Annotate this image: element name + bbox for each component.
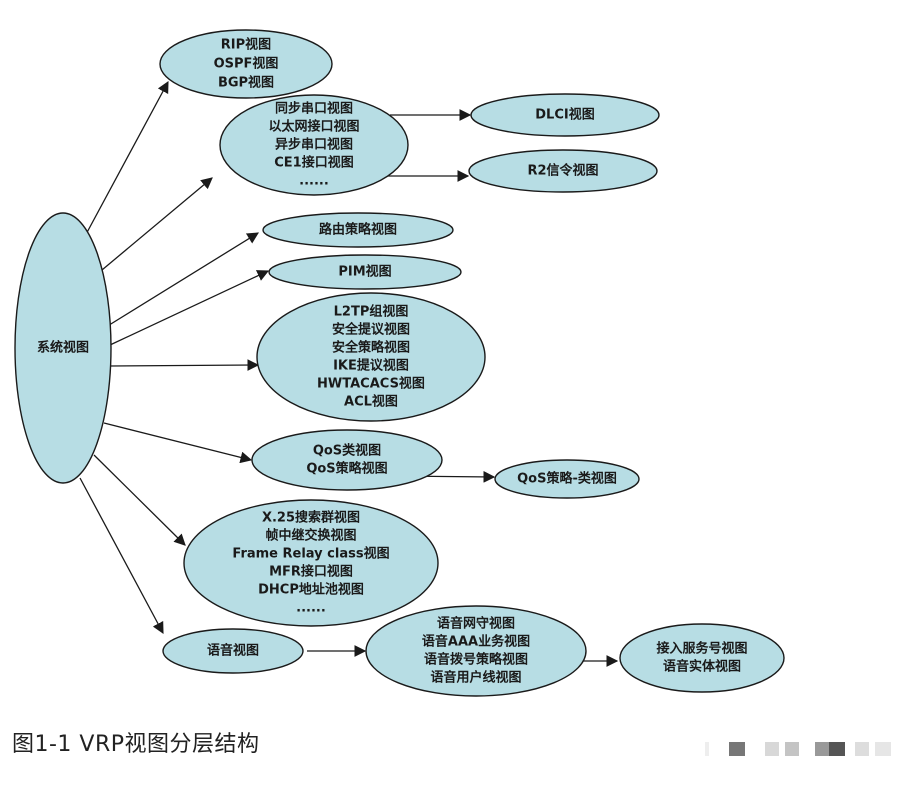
node-label-line: 系统视图 (37, 340, 89, 356)
node-label-line: CE1接口视图 (274, 155, 353, 171)
node-label-line: MFR接口视图 (269, 564, 353, 580)
node-label-line: DLCI视图 (535, 107, 594, 123)
edge-arrow-2 (95, 177, 213, 276)
edge-arrow-6 (103, 422, 253, 464)
node-label-line: 帧中继交换视图 (265, 528, 356, 544)
node-route-policy: 路由策略视图 (262, 212, 454, 248)
edge-arrow-7 (93, 454, 186, 546)
node-qos-class: QoS策略-类视图 (494, 459, 640, 499)
node-label-line: X.25搜索群视图 (262, 510, 360, 526)
node-label-line: IKE提议视图 (333, 358, 409, 374)
node-label-line: PIM视图 (338, 264, 391, 280)
node-label-line: QoS策略-类视图 (517, 471, 617, 487)
node-label-line: 接入服务号视图 (656, 641, 747, 657)
node-label-line: 语音AAA业务视图 (422, 634, 530, 650)
figure-caption: 图1-1 VRP视图分层结构 (12, 732, 260, 757)
node-label-line: DHCP地址池视图 (258, 582, 364, 598)
node-qos: QoS类视图 QoS策略视图 (251, 429, 443, 491)
node-label-line: QoS策略视图 (306, 461, 387, 477)
node-label-line: ...... (299, 174, 329, 189)
node-label-line: HWTACACS视图 (317, 376, 425, 392)
edge-arrow-8 (79, 477, 164, 635)
node-ellipse (619, 623, 785, 693)
edge-arrow-5 (109, 359, 260, 371)
node-system: 系统视图 (14, 212, 112, 484)
node-label-line: ...... (296, 601, 326, 616)
node-label-line: 安全提议视图 (332, 322, 410, 338)
edge-arrow-1 (83, 80, 169, 239)
node-ellipse (256, 292, 486, 422)
node-label-line: ACL视图 (344, 394, 398, 410)
node-ellipse (159, 29, 333, 99)
node-label-line: 语音网守视图 (437, 616, 515, 632)
watermark-logo (705, 736, 895, 764)
node-ellipse (219, 94, 409, 196)
node-ellipse (268, 254, 462, 290)
node-label-line: 同步串口视图 (275, 101, 353, 117)
node-ellipse (251, 429, 443, 491)
node-ellipse (162, 628, 304, 674)
node-label-line: 语音实体视图 (663, 659, 741, 675)
node-dlci: DLCI视图 (470, 93, 660, 137)
node-label-line: OSPF视图 (214, 56, 279, 72)
node-ellipse (262, 212, 454, 248)
node-pim: PIM视图 (268, 254, 462, 290)
node-label-line: BGP视图 (218, 75, 274, 91)
node-voice: 语音视图 (162, 628, 304, 674)
node-label-line: 语音视图 (207, 643, 259, 659)
node-label-line: L2TP组视图 (334, 304, 409, 320)
node-label-line: R2信令视图 (527, 163, 598, 179)
node-ellipse (365, 605, 587, 697)
edge-arrow-4 (109, 270, 270, 346)
node-ellipse (470, 93, 660, 137)
node-r2: R2信令视图 (468, 149, 658, 193)
node-label-line: 语音拨号策略视图 (424, 652, 528, 668)
node-routing: RIP视图 OSPF视图 BGP视图 (159, 29, 333, 99)
node-label-line: 异步串口视图 (275, 137, 353, 153)
node-ellipse (468, 149, 658, 193)
node-label-line: QoS类视图 (313, 443, 381, 459)
node-ellipse (183, 499, 439, 627)
node-label-line: RIP视图 (221, 37, 271, 53)
node-label-line: 以太网接口视图 (268, 119, 359, 135)
node-label-line: 路由策略视图 (319, 222, 397, 238)
node-label-line: 安全策略视图 (332, 340, 410, 356)
node-label-line: 语音用户线视图 (430, 670, 521, 686)
node-ellipse (494, 459, 640, 499)
node-ellipse (14, 212, 112, 484)
edge-arrow-3 (105, 232, 259, 328)
node-label-line: Frame Relay class视图 (232, 546, 389, 562)
